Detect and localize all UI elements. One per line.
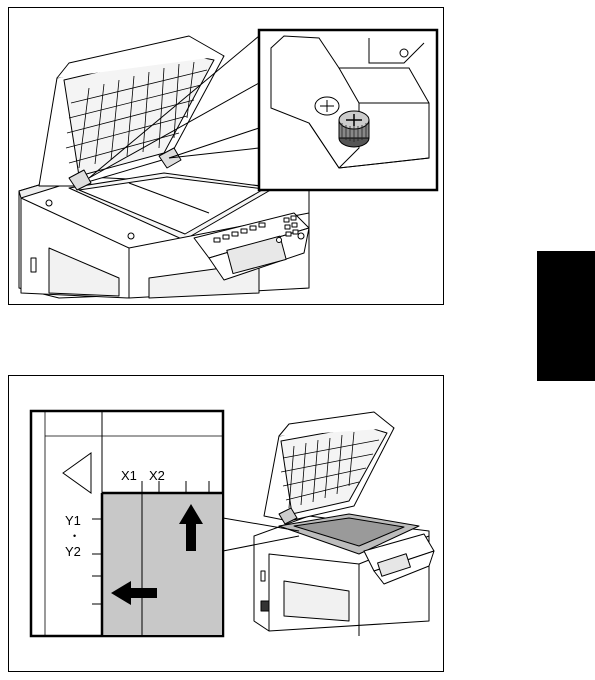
registration-illustration: X1 X2 Y1 • Y2 (9, 376, 443, 671)
label-y-separator: • (73, 531, 76, 541)
label-y1: Y1 (65, 513, 81, 528)
figure-registration: X1 X2 Y1 • Y2 (8, 375, 444, 672)
chapter-tab (537, 251, 595, 381)
label-y2: Y2 (65, 544, 81, 559)
label-x1: X1 (121, 468, 137, 483)
magnified-detail (259, 30, 437, 190)
copier-illustration-1 (9, 8, 443, 304)
figure-adjust-screw (8, 7, 444, 305)
label-x2: X2 (149, 468, 165, 483)
